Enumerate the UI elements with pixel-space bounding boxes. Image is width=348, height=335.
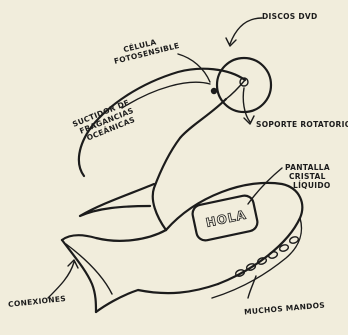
arrow-soporte xyxy=(243,88,250,122)
device-side-panel xyxy=(212,218,301,298)
dolphin-tail-inner xyxy=(66,244,112,294)
arrow-discos xyxy=(230,18,262,44)
lcd-screen-text: HOLA xyxy=(205,208,248,230)
label-line: LÍQUIDO xyxy=(285,181,331,190)
label-discos-dvd: DISCOS DVD xyxy=(262,12,318,21)
label-pantalla: PANTALLA CRISTAL LÍQUIDO xyxy=(285,163,331,190)
line-mandos xyxy=(248,276,256,298)
device-base-underside xyxy=(96,284,218,312)
label-soporte-rotatorio: SOPORTE ROTATORIO xyxy=(256,120,348,129)
arrow-conexiones xyxy=(48,262,74,298)
dolphin-eye xyxy=(211,88,217,94)
line-suctidor xyxy=(122,82,210,108)
dolphin-fin xyxy=(80,184,154,216)
dolphin-tail-upper xyxy=(62,230,166,241)
dolphin-snout xyxy=(226,80,245,99)
label-line: PANTALLA xyxy=(285,163,331,172)
control-button xyxy=(268,251,279,260)
label-line: CRISTAL xyxy=(285,172,331,181)
line-pantalla xyxy=(248,168,282,204)
